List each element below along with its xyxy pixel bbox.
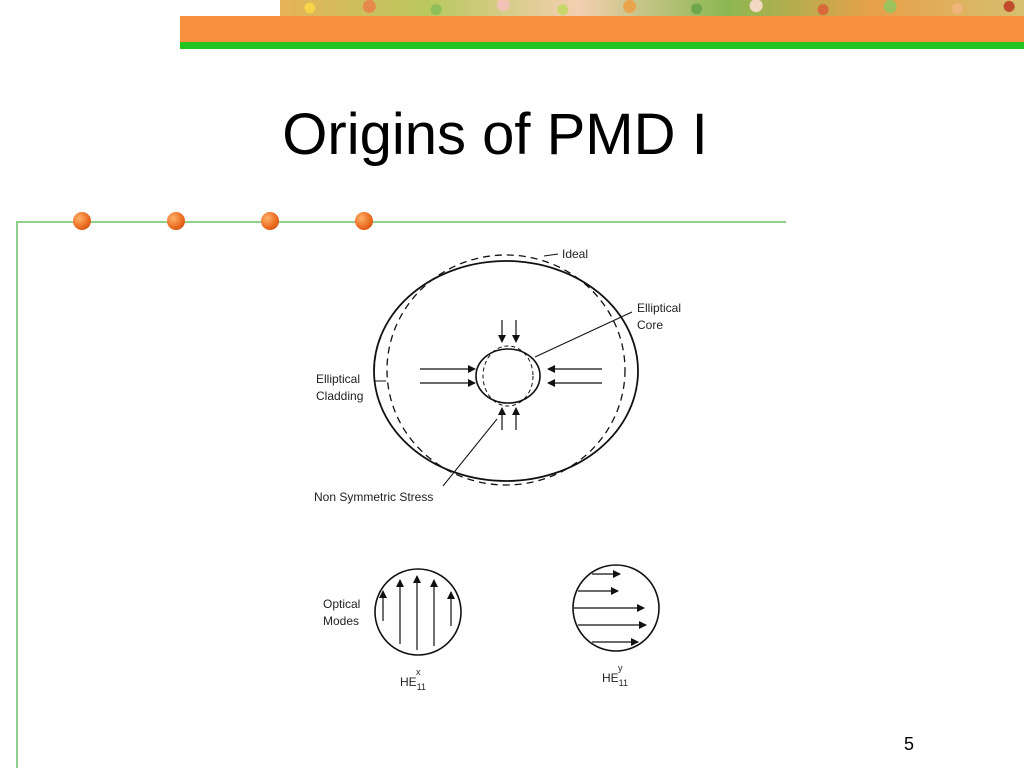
stress-label: Non Symmetric Stress xyxy=(314,490,433,504)
mode-x-label: HE11x xyxy=(400,667,426,692)
banner-orange-bar xyxy=(180,16,1024,42)
elliptical-core-label-line2: Core xyxy=(637,318,663,332)
optical-modes-label-line1: Optical xyxy=(323,597,360,611)
mode-x-arrows xyxy=(379,575,455,650)
pmd-diagram: Ideal Elliptical Core Elliptical Claddin… xyxy=(240,236,780,700)
top-banner xyxy=(180,0,1024,50)
elliptical-cladding-ellipse xyxy=(373,260,639,482)
bullet-dot-4 xyxy=(355,212,373,230)
elliptical-core-ellipse xyxy=(475,348,541,404)
elliptical-cladding-label-line1: Elliptical xyxy=(316,372,360,386)
pmd-diagram-svg: Ideal Elliptical Core Elliptical Claddin… xyxy=(314,247,681,692)
ideal-label: Ideal xyxy=(562,247,588,261)
mode-y-label: HE11y xyxy=(602,663,628,688)
flower-strip-image xyxy=(280,0,1024,16)
elliptical-core-label-line1: Elliptical xyxy=(637,301,681,315)
frame-left-line xyxy=(16,221,18,768)
ideal-core-circle xyxy=(482,345,534,407)
bullet-dot-3 xyxy=(261,212,279,230)
page-number: 5 xyxy=(904,734,915,754)
ideal-cladding-circle xyxy=(386,254,626,486)
stress-arrows xyxy=(420,320,602,430)
leader-lines xyxy=(374,253,633,487)
mode-x-circle xyxy=(374,568,462,656)
mode-y-arrows xyxy=(574,570,647,646)
frame-top-line xyxy=(16,221,786,223)
banner-green-line xyxy=(180,42,1024,49)
slide-title: Origins of PMD I xyxy=(282,102,708,167)
bullet-dot-1 xyxy=(73,212,91,230)
mode-y-circle xyxy=(572,564,660,652)
bullet-dot-2 xyxy=(167,212,185,230)
optical-modes-label-line2: Modes xyxy=(323,614,359,628)
elliptical-cladding-label-line2: Cladding xyxy=(316,389,363,403)
